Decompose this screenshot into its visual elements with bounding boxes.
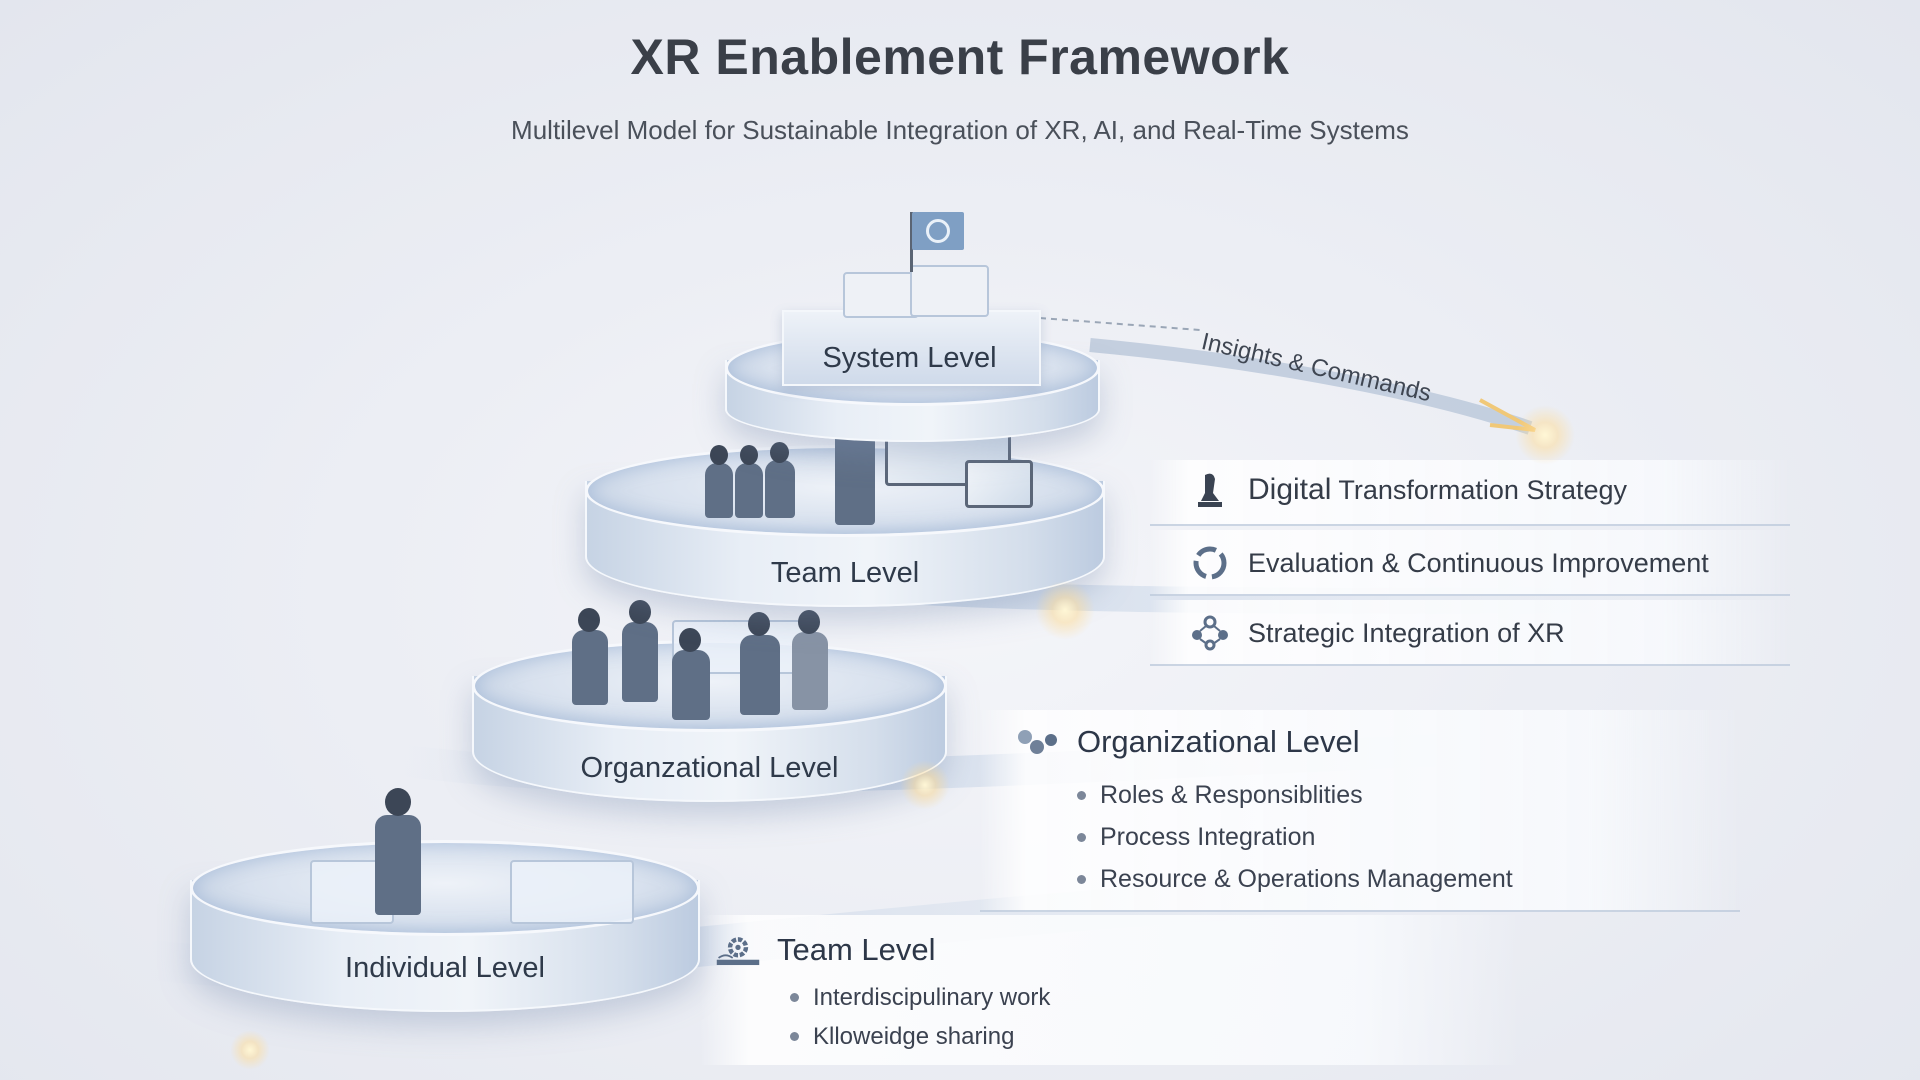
person-figure <box>792 632 828 710</box>
person-dashboard-icon <box>375 815 421 915</box>
band-strategic-integration <box>1150 600 1790 666</box>
section-title-label: Organizational Level <box>1077 724 1360 759</box>
cycle-arrows-icon <box>1190 543 1230 583</box>
bullet-text: Resource & Operations Management <box>1100 864 1513 893</box>
bullet-dot <box>1077 874 1086 884</box>
strategy-item-evaluation: Evaluation & Continuous Improvement <box>1190 543 1709 583</box>
person-figure <box>735 463 763 518</box>
bullet-text: Klloweidge sharing <box>813 1022 1015 1050</box>
band-organizational <box>980 710 1740 912</box>
sparkle <box>900 760 950 810</box>
server-stack <box>843 272 919 318</box>
server-stack <box>910 265 989 317</box>
bullet-text: Roles & Responsiblities <box>1100 780 1363 809</box>
band-digital-strategy <box>1150 460 1790 526</box>
disc-team-level: Team Level <box>585 401 1105 607</box>
page-title: XR Enablement Framework <box>630 29 1290 85</box>
list-item: Interdiscipulinary work <box>790 978 1050 1017</box>
person-head <box>748 612 770 636</box>
dashboard-panel <box>510 860 634 924</box>
disc-organizational-level: Organzational Level <box>472 600 947 802</box>
person-head <box>740 445 758 465</box>
person-figure <box>672 650 710 720</box>
band-team <box>700 915 1520 1065</box>
bullet-dot <box>790 1032 799 1041</box>
band-evaluation <box>1150 530 1790 596</box>
team-section-title: Team Level <box>715 930 936 970</box>
bullet-text: Interdiscipulinary work <box>813 983 1051 1011</box>
sparkle <box>230 1030 270 1070</box>
gear-wave-icon <box>715 930 761 970</box>
team-bullets: Interdiscipulinary work Klloweidge shari… <box>790 978 1050 1056</box>
list-item: Roles & Responsiblities <box>1077 774 1513 816</box>
sparkle <box>1035 580 1095 640</box>
person-head <box>798 610 820 634</box>
bullet-dot <box>790 993 799 1002</box>
strategy-label: Evaluation & Continuous Improvement <box>1248 547 1709 578</box>
flag-pole <box>910 212 913 272</box>
strategy-label: Strategic Integration of XR <box>1248 617 1565 648</box>
person-figure <box>622 622 658 702</box>
group-meeting-icon <box>572 630 608 705</box>
disc-label: Organzational Level <box>580 752 839 784</box>
sparkle <box>1515 405 1575 465</box>
strategy-item-strategic-integration: Strategic Integration of XR <box>1190 613 1565 653</box>
page-subtitle: Multilevel Model for Sustainable Integra… <box>511 115 1409 145</box>
bullet-text: Process Integration <box>1100 822 1316 851</box>
chess-piece-icon <box>1190 470 1230 510</box>
person-figure <box>705 463 733 518</box>
strategy-label: Transformation Strategy <box>1331 475 1628 505</box>
person-head <box>679 628 701 652</box>
person-head <box>629 600 651 624</box>
list-item: Klloweidge sharing <box>790 1017 1050 1056</box>
person-figure <box>740 635 780 715</box>
bullet-dot <box>1077 832 1086 842</box>
disc-label: Team Level <box>770 557 920 589</box>
person-head <box>385 788 411 816</box>
person-head <box>710 445 728 465</box>
organizational-section-title: Organizational Level <box>1015 722 1360 762</box>
person-figure <box>765 460 795 518</box>
flag-icon <box>912 212 964 250</box>
strategy-item-digital-transformation: Digital Transformation Strategy <box>1190 470 1627 510</box>
section-title-label: Team Level <box>777 932 936 967</box>
organizational-bullets: Roles & Responsiblities Process Integrat… <box>1077 774 1513 900</box>
list-item: Resource & Operations Management <box>1077 858 1513 900</box>
disc-label: Individual Level <box>345 952 545 984</box>
presentation-icon <box>835 425 875 525</box>
tablet <box>965 460 1033 508</box>
list-item: Process Integration <box>1077 816 1513 858</box>
connected-hexagons-icon <box>1015 722 1061 762</box>
system-block <box>782 310 1041 386</box>
disc-individual-level: Individual Level <box>190 788 700 1012</box>
person-head <box>770 442 789 463</box>
disc-label: System Level <box>822 342 997 374</box>
network-nodes-icon <box>1190 613 1230 653</box>
strategy-label-bold: Digital <box>1248 473 1332 506</box>
bullet-dot <box>1077 790 1086 800</box>
person-head <box>578 608 600 632</box>
